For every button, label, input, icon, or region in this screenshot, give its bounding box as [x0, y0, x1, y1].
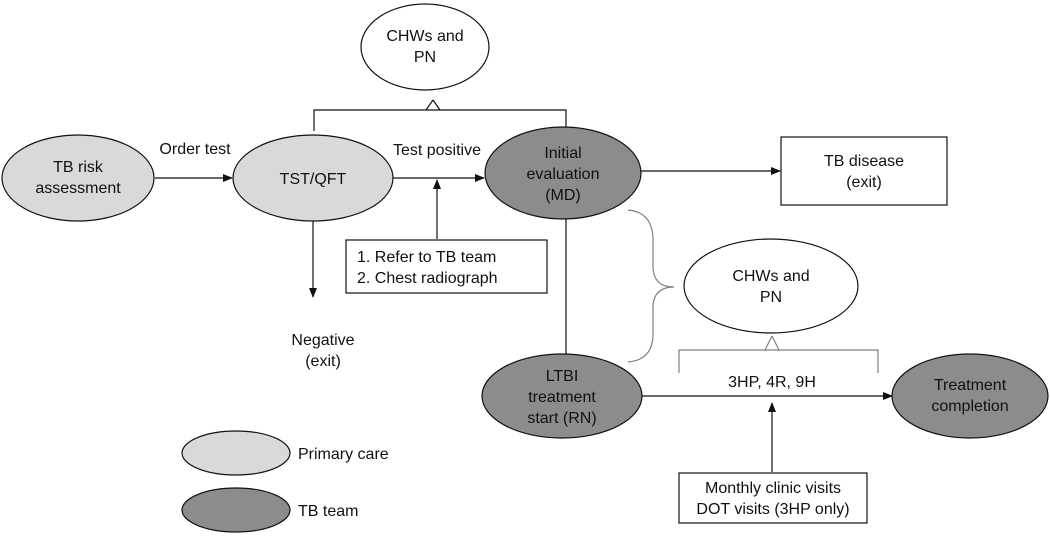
tb-risk-assessment-node: TB risk assessment [1, 134, 155, 222]
chw-pn-top-line1: CHWs and [386, 28, 463, 45]
refer-box: 1. Refer to TB team 2. Chest radiograph [345, 239, 548, 294]
monthly-box-line1: Monthly clinic visits [705, 480, 841, 497]
initial-eval-line2: evaluation [527, 166, 600, 183]
lower-brace [678, 335, 879, 373]
chw-pn-mid-line2: PN [760, 289, 782, 306]
tb-disease-line2: (exit) [846, 174, 882, 191]
tst-qft-node: TST/QFT [232, 134, 394, 222]
refer-box-line2: 2. Chest radiograph [357, 270, 498, 287]
monthly-box-line2: DOT visits (3HP only) [696, 501, 849, 518]
side-brace [627, 209, 675, 363]
legend-tb-team-swatch [181, 487, 291, 533]
legend: Primary care TB team [181, 430, 389, 533]
legend-primary-care-label: Primary care [298, 446, 389, 463]
tst-qft-label: TST/QFT [280, 171, 347, 188]
monthly-visits-box: Monthly clinic visits DOT visits (3HP on… [678, 472, 868, 524]
negative-line1: Negative [291, 332, 354, 349]
tb-disease-line1: TB disease [824, 153, 904, 170]
order-test-label: Order test [159, 141, 231, 158]
treatment-completion-line1: Treatment [934, 377, 1007, 394]
regimen-label: 3HP, 4R, 9H [728, 374, 816, 391]
ltbi-line1: LTBI [546, 368, 579, 385]
chw-pn-top-line2: PN [414, 49, 436, 66]
treatment-completion-line2: completion [931, 398, 1008, 415]
tb-risk-line1: TB risk [53, 159, 104, 176]
tb-disease-box: TB disease (exit) [780, 136, 948, 206]
ltbi-line3: start (RN) [527, 410, 596, 427]
legend-tb-team-label: TB team [298, 503, 358, 520]
negative-line2: (exit) [305, 353, 341, 370]
refer-box-line1: 1. Refer to TB team [357, 249, 496, 266]
tb-risk-line2: assessment [35, 180, 121, 197]
initial-eval-line1: Initial [544, 145, 581, 162]
legend-primary-care-swatch [181, 430, 291, 476]
chw-pn-mid-node: CHWs and PN [683, 238, 859, 334]
chw-pn-mid-line1: CHWs and [732, 268, 809, 285]
initial-evaluation-node: Initial evaluation (MD) [484, 126, 642, 220]
chw-pn-top-node: CHWs and PN [360, 3, 490, 91]
ltbi-line2: treatment [528, 389, 596, 406]
treatment-completion-node: Treatment completion [891, 353, 1049, 439]
initial-eval-line3: (MD) [545, 187, 581, 204]
test-positive-label: Test positive [393, 142, 481, 159]
top-brace [313, 99, 567, 131]
ltbi-treatment-start-node: LTBI treatment start (RN) [481, 353, 643, 439]
